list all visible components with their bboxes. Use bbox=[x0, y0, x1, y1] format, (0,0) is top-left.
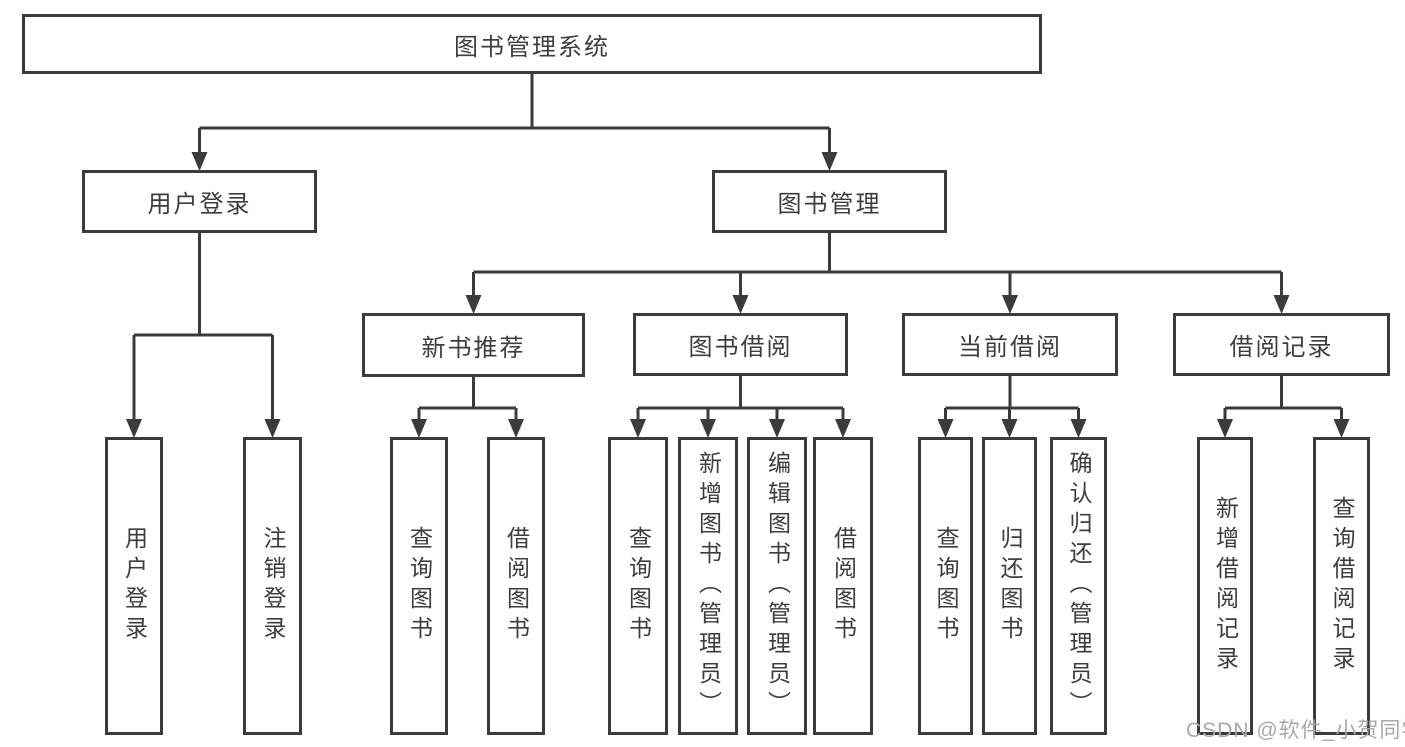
arrowhead-icon bbox=[732, 295, 749, 314]
connector-book-borrowing bbox=[636, 376, 845, 424]
node-new-book-recommend: 新书推荐 bbox=[362, 313, 585, 377]
connector-new-book-recommend bbox=[417, 377, 518, 424]
connector-book-management-module bbox=[472, 233, 1283, 300]
node-leaf-query-books-current: 查询图书 bbox=[918, 437, 973, 735]
arrowhead-icon bbox=[700, 419, 716, 438]
arrowhead-icon bbox=[821, 152, 838, 171]
node-user-login-module: 用户登录 bbox=[82, 170, 317, 233]
node-label-leaf-query-books-current: 查询图书 bbox=[933, 526, 959, 646]
node-leaf-logout: 注销登录 bbox=[243, 437, 302, 735]
node-leaf-query-books-rec: 查询图书 bbox=[390, 437, 448, 735]
node-leaf-query-borrow-record: 查询借阅记录 bbox=[1313, 437, 1370, 735]
node-system-root: 图书管理系统 bbox=[22, 14, 1042, 74]
node-leaf-add-books-admin: 新增图书（管理员） bbox=[678, 437, 738, 735]
node-label-leaf-edit-books-admin: 编辑图书（管理员） bbox=[764, 451, 791, 721]
arrowhead-icon bbox=[126, 419, 142, 438]
node-label-leaf-borrow-books-rec: 借阅图书 bbox=[503, 526, 530, 646]
node-label-borrowing-records: 借阅记录 bbox=[1229, 334, 1334, 361]
arrowhead-icon bbox=[264, 419, 281, 438]
arrowhead-icon bbox=[508, 419, 524, 438]
node-leaf-edit-books-admin: 编辑图书（管理员） bbox=[747, 437, 807, 735]
node-label-leaf-query-borrow-record: 查询借阅记录 bbox=[1329, 496, 1355, 676]
node-label-leaf-query-books-rec: 查询图书 bbox=[406, 526, 433, 646]
node-label-leaf-user-login: 用户登录 bbox=[121, 526, 148, 646]
arrowhead-icon bbox=[465, 295, 482, 314]
node-leaf-return-books: 归还图书 bbox=[982, 437, 1037, 735]
node-label-book-borrowing: 图书借阅 bbox=[688, 334, 793, 361]
node-book-management-module: 图书管理 bbox=[712, 170, 947, 233]
node-leaf-user-login: 用户登录 bbox=[105, 437, 163, 735]
node-label-leaf-confirm-return-admin: 确认归还（管理员） bbox=[1066, 451, 1092, 721]
node-book-borrowing: 图书借阅 bbox=[633, 313, 848, 376]
arrowhead-icon bbox=[191, 152, 208, 171]
node-label-leaf-add-borrow-record: 新增借阅记录 bbox=[1212, 496, 1239, 676]
connector-current-borrowing bbox=[944, 376, 1080, 424]
connector-borrowing-records bbox=[1223, 376, 1343, 424]
arrowhead-icon bbox=[630, 419, 646, 438]
arrowhead-icon bbox=[1002, 295, 1018, 314]
node-label-user-login-module: 用户登录 bbox=[147, 191, 252, 218]
node-leaf-borrow-books: 借阅图书 bbox=[813, 437, 873, 735]
arrowhead-icon bbox=[835, 419, 851, 438]
node-label-leaf-return-books: 归还图书 bbox=[997, 526, 1023, 646]
node-leaf-add-borrow-record: 新增借阅记录 bbox=[1197, 437, 1253, 735]
node-borrowing-records: 借阅记录 bbox=[1173, 313, 1390, 376]
node-label-leaf-logout: 注销登录 bbox=[260, 526, 286, 646]
arrowhead-icon bbox=[1273, 295, 1290, 314]
node-label-book-management-module: 图书管理 bbox=[777, 191, 882, 218]
connector-user-login-module bbox=[132, 233, 274, 424]
arrowhead-icon bbox=[937, 419, 954, 438]
arrowhead-icon bbox=[1001, 419, 1018, 438]
arrowhead-icon bbox=[1217, 419, 1233, 438]
arrowhead-icon bbox=[769, 419, 785, 438]
arrowhead-icon bbox=[1333, 419, 1350, 438]
arrowhead-icon bbox=[1070, 419, 1087, 438]
node-label-leaf-query-books-borrow: 查询图书 bbox=[625, 526, 652, 646]
node-leaf-borrow-books-rec: 借阅图书 bbox=[487, 437, 545, 735]
node-leaf-confirm-return-admin: 确认归还（管理员） bbox=[1050, 437, 1107, 735]
node-leaf-query-books-borrow: 查询图书 bbox=[608, 437, 668, 735]
node-label-new-book-recommend: 新书推荐 bbox=[421, 334, 526, 362]
node-label-leaf-add-books-admin: 新增图书（管理员） bbox=[695, 451, 722, 721]
node-label-current-borrowing: 当前借阅 bbox=[958, 334, 1062, 361]
node-current-borrowing: 当前借阅 bbox=[902, 313, 1118, 376]
watermark: CSDN @软件_小贺同学 bbox=[1186, 719, 1405, 742]
node-label-system-root: 图书管理系统 bbox=[454, 33, 610, 61]
node-label-leaf-borrow-books: 借阅图书 bbox=[830, 526, 857, 646]
connector-system-root bbox=[198, 74, 831, 157]
arrowhead-icon bbox=[411, 419, 427, 438]
